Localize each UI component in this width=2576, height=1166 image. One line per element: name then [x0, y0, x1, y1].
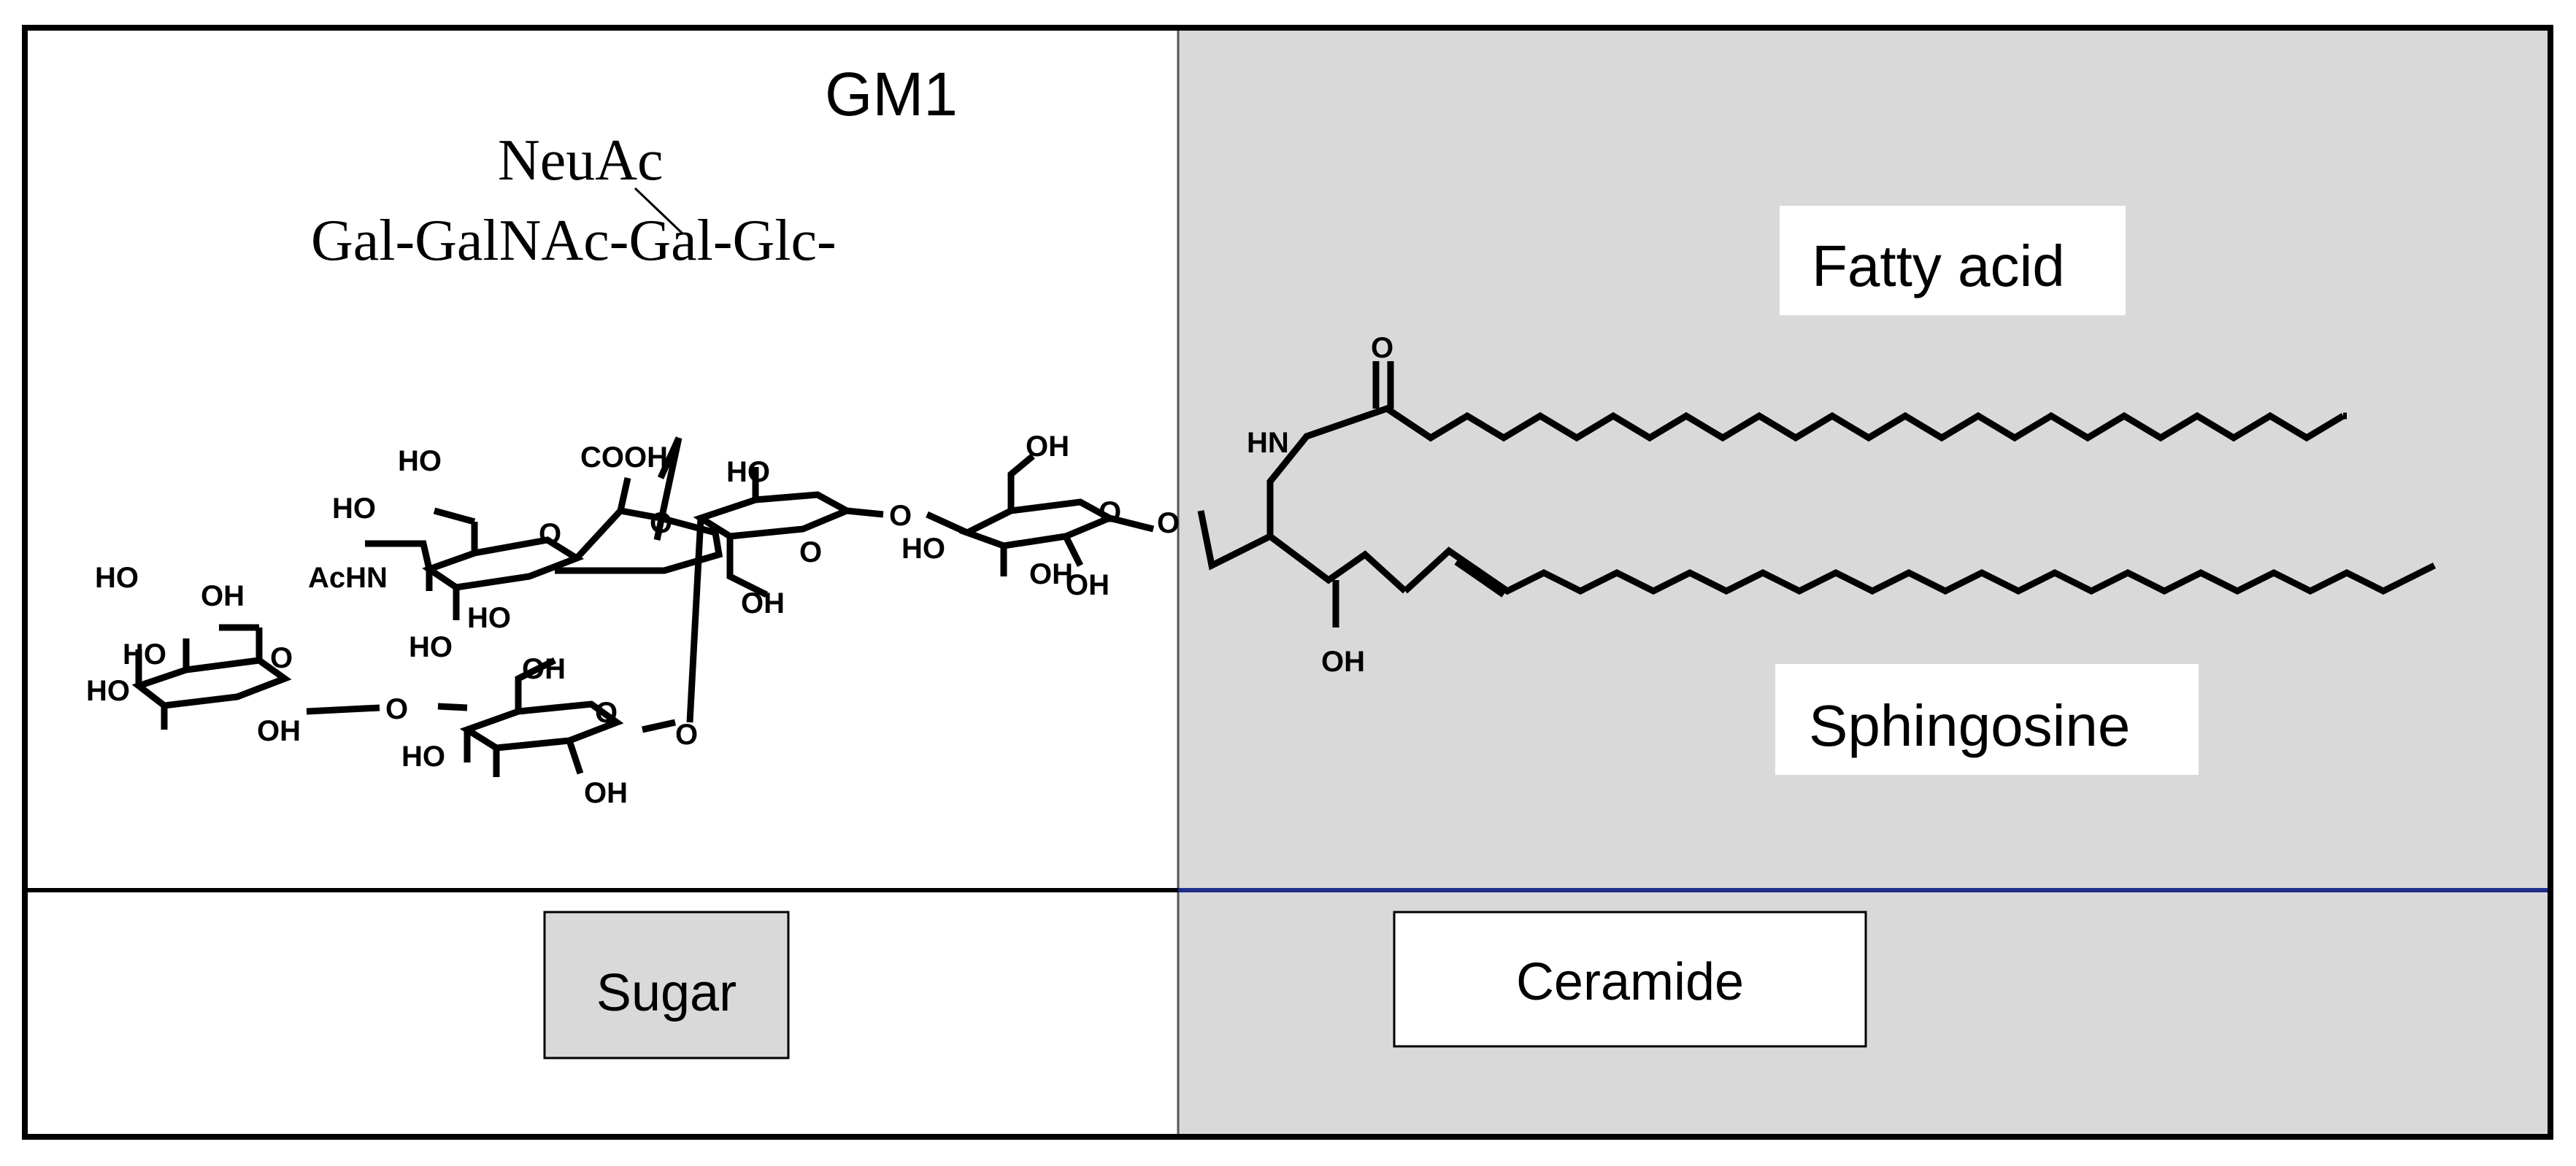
atom-o-1: O [270, 642, 293, 674]
atom-ho-3: HO [123, 638, 166, 671]
atom-o-11: O [1371, 332, 1393, 364]
fatty-acid-label: Fatty acid [1812, 233, 2065, 298]
sphingosine-label: Sphingosine [1809, 693, 2130, 758]
atom-ho-7: HO [467, 602, 511, 634]
atom-o-10: O [675, 719, 698, 751]
sugar-label: Sugar [596, 964, 737, 1022]
fatty-acid-label-box [1780, 206, 2126, 315]
atom-ho-8: HO [726, 456, 770, 488]
atom-cooh: COOH [580, 441, 668, 474]
ceramide-label: Ceramide [1516, 953, 1744, 1011]
atom-o-8: O [1157, 507, 1180, 539]
sphingosine-label-box [1775, 664, 2199, 775]
atom-oh-3: OH [741, 587, 785, 619]
atom-ho-1: HO [95, 562, 139, 594]
atom-achn: AcHN [308, 562, 388, 594]
atom-oh-2: OH [257, 715, 301, 747]
atom-oh-6: OH [1029, 558, 1073, 590]
atom-ho-6: HO [409, 631, 453, 663]
atom-o-5: O [799, 536, 822, 568]
atom-hn: HN [1247, 427, 1289, 459]
atom-oh-5: OH [1066, 569, 1110, 601]
atom-ho-5: HO [332, 493, 376, 525]
atom-o-2: O [385, 693, 408, 725]
neuac-label: NeuAc [498, 128, 664, 193]
atom-oh-4: OH [1026, 431, 1069, 463]
atom-ho-10: HO [401, 741, 445, 773]
glycan-chain-label: Gal-GalNAc-Gal-Glc- [311, 209, 837, 273]
atom-oh-1: OH [201, 580, 245, 612]
atom-o-3: O [539, 518, 561, 550]
atom-o-6: O [889, 500, 912, 532]
atom-oh-7: OH [522, 653, 566, 685]
atom-o-9: O [595, 697, 618, 729]
atom-ho-9: HO [901, 533, 945, 565]
atom-o-7: O [1099, 496, 1121, 528]
atom-oh-9: OH [1321, 646, 1365, 678]
diagram-title: GM1 [825, 60, 958, 128]
sugar-box [543, 911, 790, 1059]
atom-oh-8: OH [584, 777, 628, 809]
outer-frame [22, 25, 2553, 1140]
molecule-bonds [131, 361, 2437, 777]
atom-o-4: O [650, 507, 672, 539]
atom-ho-2: HO [86, 675, 130, 707]
atom-ho-4: HO [398, 445, 442, 477]
neuac-branch-line [634, 187, 684, 235]
ceramide-box [1393, 911, 1867, 1048]
atom-labels: HO OH HO HO OH O O HO HO AcHN HO HO O CO… [86, 332, 1393, 809]
